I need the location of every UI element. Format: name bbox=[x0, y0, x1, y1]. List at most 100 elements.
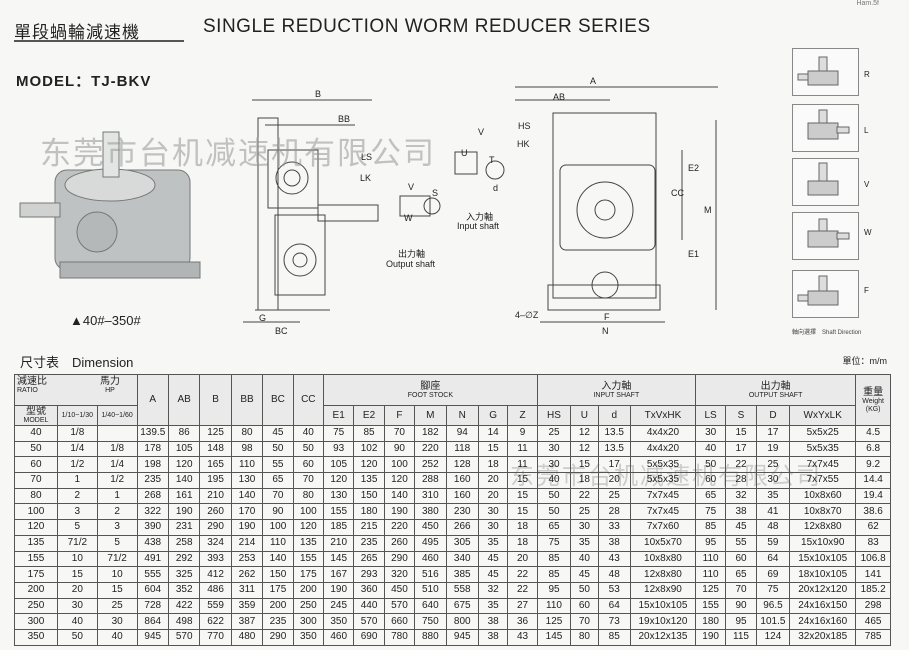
label-M: M bbox=[704, 205, 712, 215]
table-cell: 190 bbox=[230, 519, 264, 536]
table-cell: 60 bbox=[292, 456, 324, 474]
table-cell: 30 bbox=[694, 425, 727, 442]
side-view bbox=[243, 99, 379, 323]
table-cell: 50 bbox=[14, 440, 58, 458]
table-cell: 70 bbox=[383, 425, 416, 442]
label-E1: E1 bbox=[688, 249, 700, 259]
table-cell: 728 bbox=[136, 597, 169, 615]
table-cell: 660 bbox=[383, 613, 416, 630]
col-Z: Z bbox=[507, 405, 538, 426]
table-cell: 135 bbox=[292, 534, 324, 552]
table-cell: 22 bbox=[725, 456, 757, 474]
table-cell: 30 bbox=[755, 472, 791, 489]
table-cell: 412 bbox=[199, 566, 232, 583]
table-cell: 300 bbox=[292, 613, 324, 630]
table-cell: 393 bbox=[199, 550, 232, 568]
table-cell: 200 bbox=[262, 597, 294, 615]
label-CC: CC bbox=[671, 188, 684, 198]
label-S: S bbox=[432, 188, 439, 198]
table-cell: 120 bbox=[14, 519, 58, 536]
table-cell: 40 bbox=[14, 425, 58, 442]
table-cell: 135 bbox=[14, 534, 58, 552]
table-cell: 50 bbox=[262, 440, 294, 458]
size-range: ▲40#–350# bbox=[70, 313, 141, 328]
table-cell: 288 bbox=[414, 472, 447, 489]
table-cell: 486 bbox=[199, 581, 232, 599]
col-TxVxHK: TxVxHK bbox=[629, 405, 696, 426]
table-cell: 17 bbox=[597, 456, 631, 474]
table-cell: 350 bbox=[292, 628, 324, 646]
table-cell: 64 bbox=[755, 550, 791, 568]
table-cell: 161 bbox=[167, 487, 201, 505]
table-cell: 22 bbox=[507, 581, 538, 599]
table-cell: 90 bbox=[383, 440, 416, 458]
table-cell: 290 bbox=[199, 519, 232, 536]
title-underline bbox=[14, 40, 184, 42]
table-cell: 230 bbox=[445, 503, 480, 521]
table-cell: 28 bbox=[597, 503, 631, 521]
table-cell: 750 bbox=[414, 613, 447, 630]
table-cell: 15x10x105 bbox=[629, 597, 696, 615]
table-cell: 115 bbox=[725, 628, 757, 646]
col-E1: E1 bbox=[322, 405, 355, 426]
col-WxYxLK: WxYxLK bbox=[789, 405, 857, 426]
table-cell: 15 bbox=[507, 472, 538, 489]
table-cell: 265 bbox=[353, 550, 385, 568]
table-cell: 60 bbox=[725, 550, 757, 568]
table-cell: 20 bbox=[477, 472, 509, 489]
table-cell: 214 bbox=[230, 534, 264, 552]
hp-en: HP bbox=[105, 387, 115, 394]
table-cell bbox=[96, 425, 138, 442]
table-cell: 130 bbox=[322, 487, 355, 505]
table-cell: 160 bbox=[445, 472, 480, 489]
table-cell: 71/2 bbox=[56, 534, 98, 552]
table-cell: 190 bbox=[322, 581, 355, 599]
table-cell: 20 bbox=[477, 487, 509, 505]
table-cell: 65 bbox=[694, 487, 727, 505]
table-cell: 62 bbox=[855, 519, 891, 536]
table-cell: 422 bbox=[167, 597, 201, 615]
table-cell: 95 bbox=[536, 581, 572, 599]
table-cell: 7x7x45 bbox=[629, 487, 696, 505]
table-cell: 140 bbox=[230, 487, 264, 505]
table-cell: 85 bbox=[536, 566, 572, 583]
table-cell: 55 bbox=[262, 456, 294, 474]
table-cell: 50 bbox=[56, 628, 98, 646]
table-cell: 292 bbox=[167, 550, 201, 568]
table-cell: 150 bbox=[262, 566, 294, 583]
table-cell: 262 bbox=[230, 566, 264, 583]
table-cell: 160 bbox=[445, 487, 480, 505]
table-cell: 190 bbox=[167, 503, 201, 521]
ratio-range-2: 1/40~1/60 bbox=[96, 405, 138, 426]
label-U: U bbox=[461, 148, 468, 158]
table-cell: 268 bbox=[136, 487, 169, 505]
shaft-dir-label-V: V bbox=[864, 180, 870, 189]
table-cell: 690 bbox=[353, 628, 385, 646]
shaft-key-detail bbox=[399, 151, 505, 217]
label-HS: HS bbox=[518, 121, 531, 131]
table-cell: 83 bbox=[855, 534, 891, 552]
table-cell: 70 bbox=[292, 472, 324, 489]
table-cell: 140 bbox=[167, 472, 201, 489]
table-cell: 148 bbox=[199, 440, 232, 458]
col-S: S bbox=[725, 405, 757, 426]
table-cell: 324 bbox=[199, 534, 232, 552]
table-cell: 220 bbox=[414, 440, 447, 458]
table-cell: 175 bbox=[14, 566, 58, 583]
table-cell: 150 bbox=[353, 487, 385, 505]
table-cell: 18x10x105 bbox=[789, 566, 857, 583]
front-view bbox=[515, 86, 718, 323]
table-cell: 59 bbox=[755, 534, 791, 552]
table-cell: 4x4x20 bbox=[629, 440, 696, 458]
table-cell: 450 bbox=[414, 519, 447, 536]
title-chinese: 單段蝸輪減速機 bbox=[14, 23, 140, 43]
table-cell: 70 bbox=[570, 613, 599, 630]
table-cell: 10x8x70 bbox=[789, 503, 857, 521]
table-cell: 175 bbox=[262, 581, 294, 599]
